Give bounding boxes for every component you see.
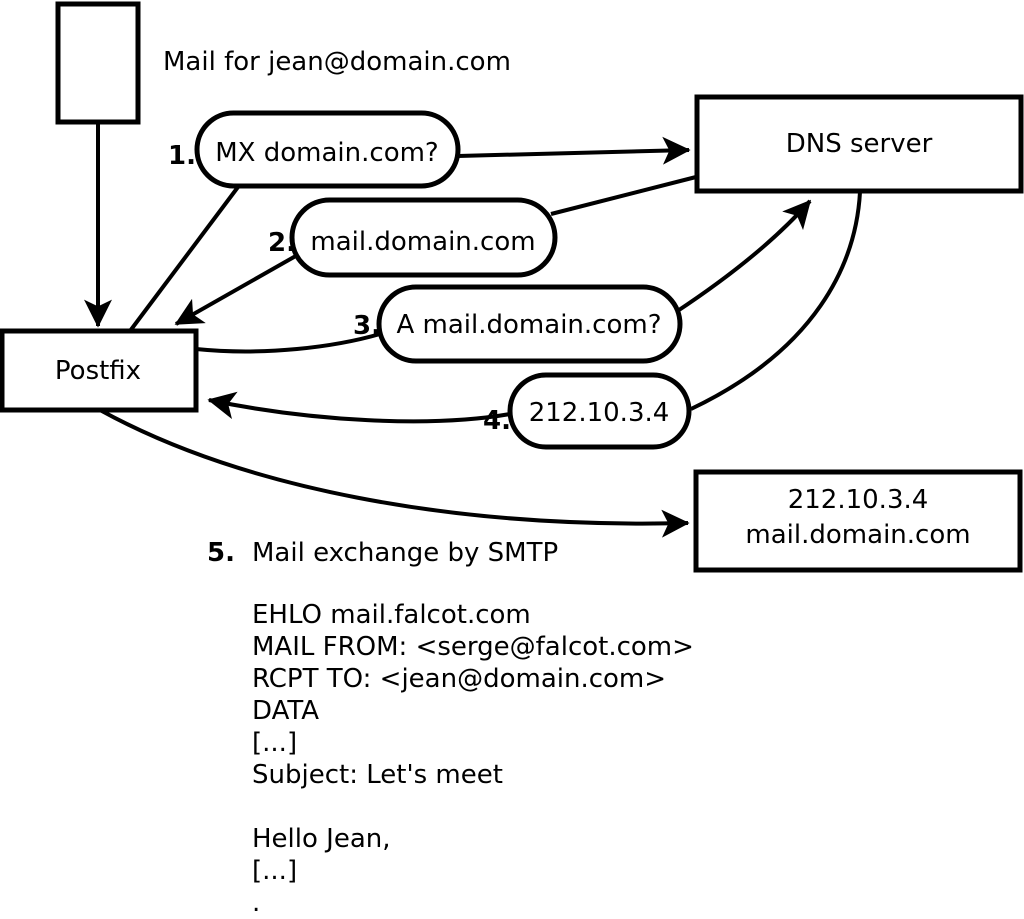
line-postfix-to-step3 (195, 332, 381, 354)
smtp-line: Subject: Let's meet (252, 760, 503, 790)
step1-pill (194, 110, 461, 189)
dns-server-label: DNS server (786, 129, 933, 159)
step4-label: 212.10.3.4 (529, 398, 670, 428)
mail-message-box (55, 1, 141, 125)
step2-pill (289, 197, 558, 278)
smtp-line: EHLO mail.falcot.com (252, 600, 531, 630)
step3-label: A mail.domain.com? (397, 310, 662, 340)
step2-label: mail.domain.com (310, 227, 535, 257)
step4-number: 4. (483, 406, 511, 436)
arrow-postfix-to-mailserver (99, 408, 690, 538)
smtp-line: . (252, 888, 260, 918)
smtp-line: RCPT TO: <jean@domain.com> (252, 664, 666, 694)
arrow-step3-to-dns (674, 199, 812, 314)
line-postfix-to-step1 (128, 185, 240, 333)
mail-server-host-label: mail.domain.com (745, 520, 970, 550)
line-dns-to-step4 (690, 191, 862, 411)
arrow-step1-to-dns (457, 136, 691, 165)
diagram-title: Mail for jean@domain.com (163, 47, 511, 77)
smtp-transcript: EHLO mail.falcot.com MAIL FROM: <serge@f… (252, 600, 694, 918)
mail-server-ip-label: 212.10.3.4 (788, 485, 929, 515)
step1-label: MX domain.com? (215, 138, 438, 168)
postfix-box (0, 328, 199, 413)
step5-number: 5. (207, 538, 235, 568)
step5-label: Mail exchange by SMTP (252, 538, 558, 568)
step1-number: 1. (168, 141, 196, 171)
step3-pill (376, 284, 683, 364)
smtp-line: Hello Jean, (252, 824, 391, 854)
smtp-line: [...] (252, 856, 297, 886)
line-dns-to-step2 (550, 175, 697, 216)
step2-number: 2. (268, 228, 296, 258)
mail-server-box (693, 469, 1023, 573)
smtp-line: DATA (252, 696, 319, 726)
dns-server-box (694, 94, 1024, 194)
arrow-step4-to-postfix (207, 391, 511, 424)
postfix-label: Postfix (55, 356, 141, 386)
step4-pill (507, 372, 692, 450)
arrow-step2-to-postfix (174, 251, 302, 326)
smtp-line: MAIL FROM: <serge@falcot.com> (252, 632, 694, 662)
smtp-line: [...] (252, 728, 297, 758)
step3-number: 3. (353, 311, 381, 341)
